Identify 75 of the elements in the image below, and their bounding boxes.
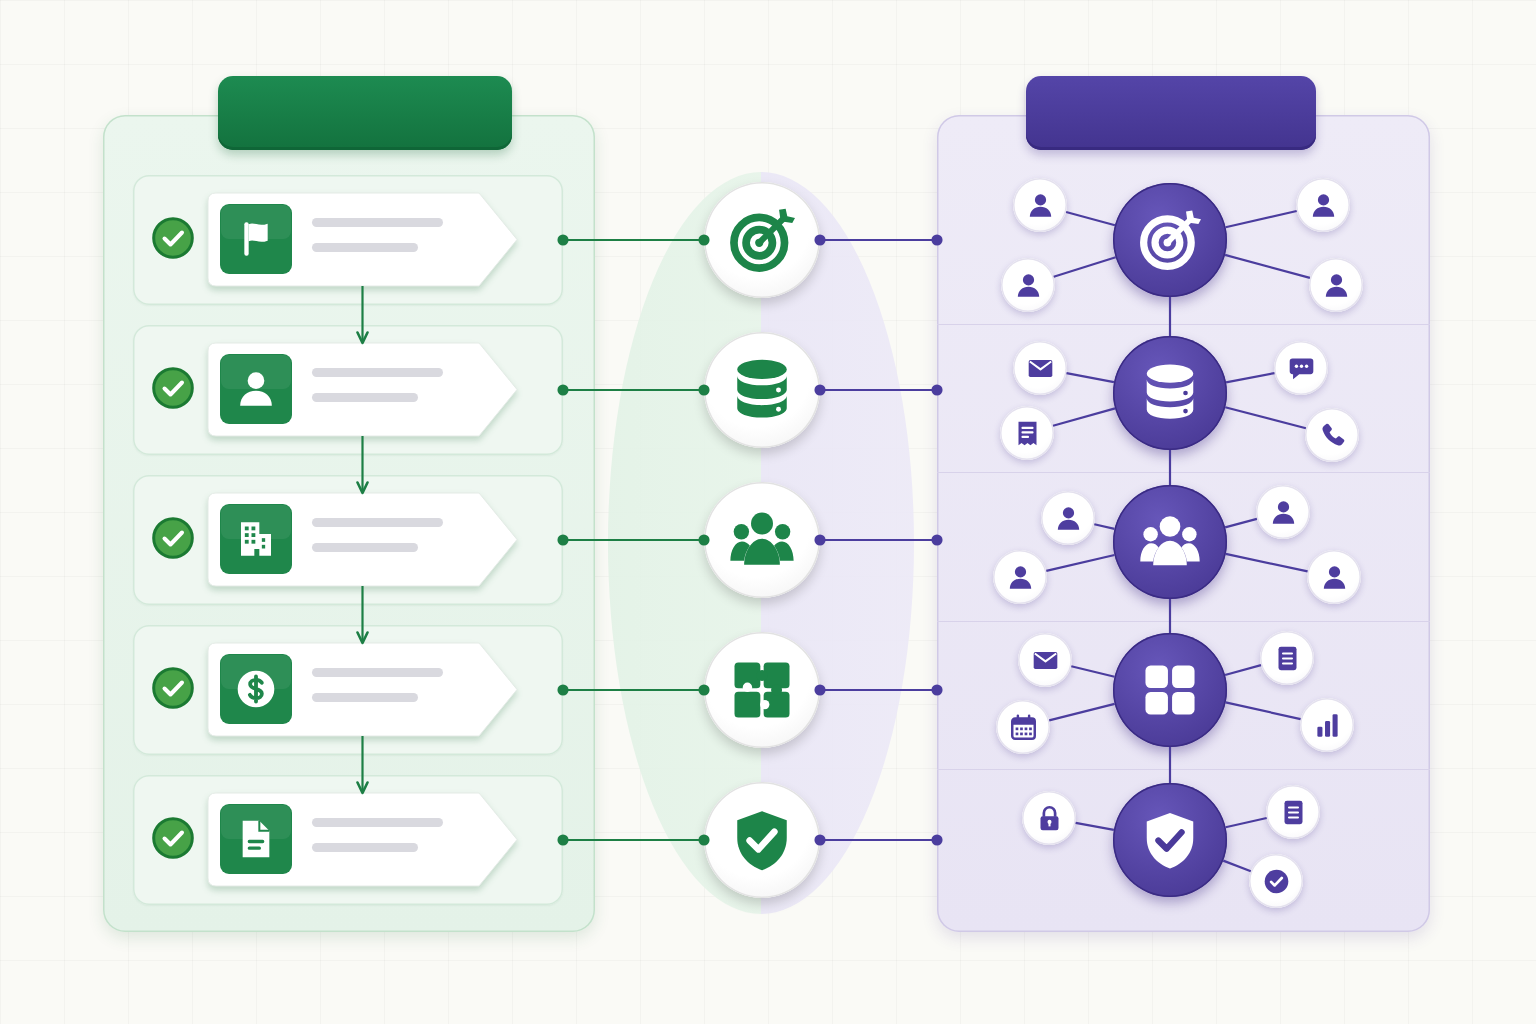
satellite-circle [1000, 406, 1054, 460]
step-tag [208, 643, 517, 736]
satellite-circle [993, 550, 1047, 604]
hub-circle [1113, 783, 1227, 897]
connector-line [814, 384, 943, 396]
hub-circle [1113, 633, 1227, 747]
step-tag [208, 193, 517, 286]
step-tag [208, 793, 517, 886]
connector-line [1048, 702, 1115, 722]
satellite-circle [1307, 550, 1361, 604]
connector-line [1168, 450, 1172, 485]
arrow [356, 586, 369, 645]
satellite-circle [1260, 631, 1314, 685]
connector-line [814, 684, 943, 696]
connector-line [1065, 210, 1116, 227]
connector-line [814, 534, 943, 546]
row-card [133, 775, 563, 905]
arrow [356, 436, 369, 495]
row-card [133, 475, 563, 605]
connector-line [1053, 256, 1117, 278]
connector-line [557, 684, 710, 696]
connector-line [814, 834, 943, 846]
step-tag [208, 343, 517, 436]
panel [937, 115, 1430, 932]
connector-line [1225, 209, 1297, 229]
connector-line [1168, 297, 1172, 336]
satellite-circle [1001, 258, 1055, 312]
header-bar [218, 76, 512, 150]
panel [103, 115, 595, 932]
step-tag [208, 493, 517, 586]
satellite-circle [1022, 791, 1076, 845]
satellite-circle [1249, 854, 1303, 908]
satellite-circle [1305, 408, 1359, 462]
satellite-circle [1018, 633, 1072, 687]
satellite-circle [1296, 178, 1350, 232]
hub-circle [1113, 183, 1227, 297]
connector-line [1094, 523, 1115, 530]
satellite-circle [1013, 341, 1067, 395]
connector-line [1225, 552, 1308, 573]
satellite-circle [1274, 341, 1328, 395]
connector-line [1225, 816, 1267, 829]
connector-line [557, 384, 710, 396]
connector-line [1168, 599, 1172, 633]
connector-line [1224, 517, 1258, 529]
row-card [133, 325, 563, 455]
satellite-circle [996, 700, 1050, 754]
connector-line [1168, 747, 1172, 783]
connector-line [1224, 664, 1262, 677]
connector-line [1224, 253, 1311, 279]
header-bar [1026, 76, 1316, 150]
connector-line [1224, 406, 1307, 430]
connector-line [1225, 372, 1275, 384]
connector-line [1046, 553, 1115, 572]
satellite-circle [1266, 785, 1320, 839]
satellite-circle [1309, 258, 1363, 312]
row-card [133, 625, 563, 755]
connector-line [557, 234, 710, 246]
satellite-circle [1013, 178, 1067, 232]
hub-circle [1113, 485, 1227, 599]
arrow [356, 286, 369, 345]
hub-circle [1113, 336, 1227, 450]
satellite-circle [1256, 485, 1310, 539]
row-card [133, 175, 563, 305]
satellite-circle [1300, 698, 1354, 752]
satellite-circle [1041, 491, 1095, 545]
connector-line [1066, 372, 1115, 384]
connector-line [1052, 407, 1116, 427]
arrow [356, 736, 369, 795]
connector-line [814, 234, 943, 246]
connector-line [557, 834, 710, 846]
connector-line [1075, 821, 1115, 831]
connector-line [1225, 701, 1301, 721]
connector-line [1222, 859, 1252, 873]
connector-line [557, 534, 710, 546]
connector-line [1071, 665, 1115, 678]
